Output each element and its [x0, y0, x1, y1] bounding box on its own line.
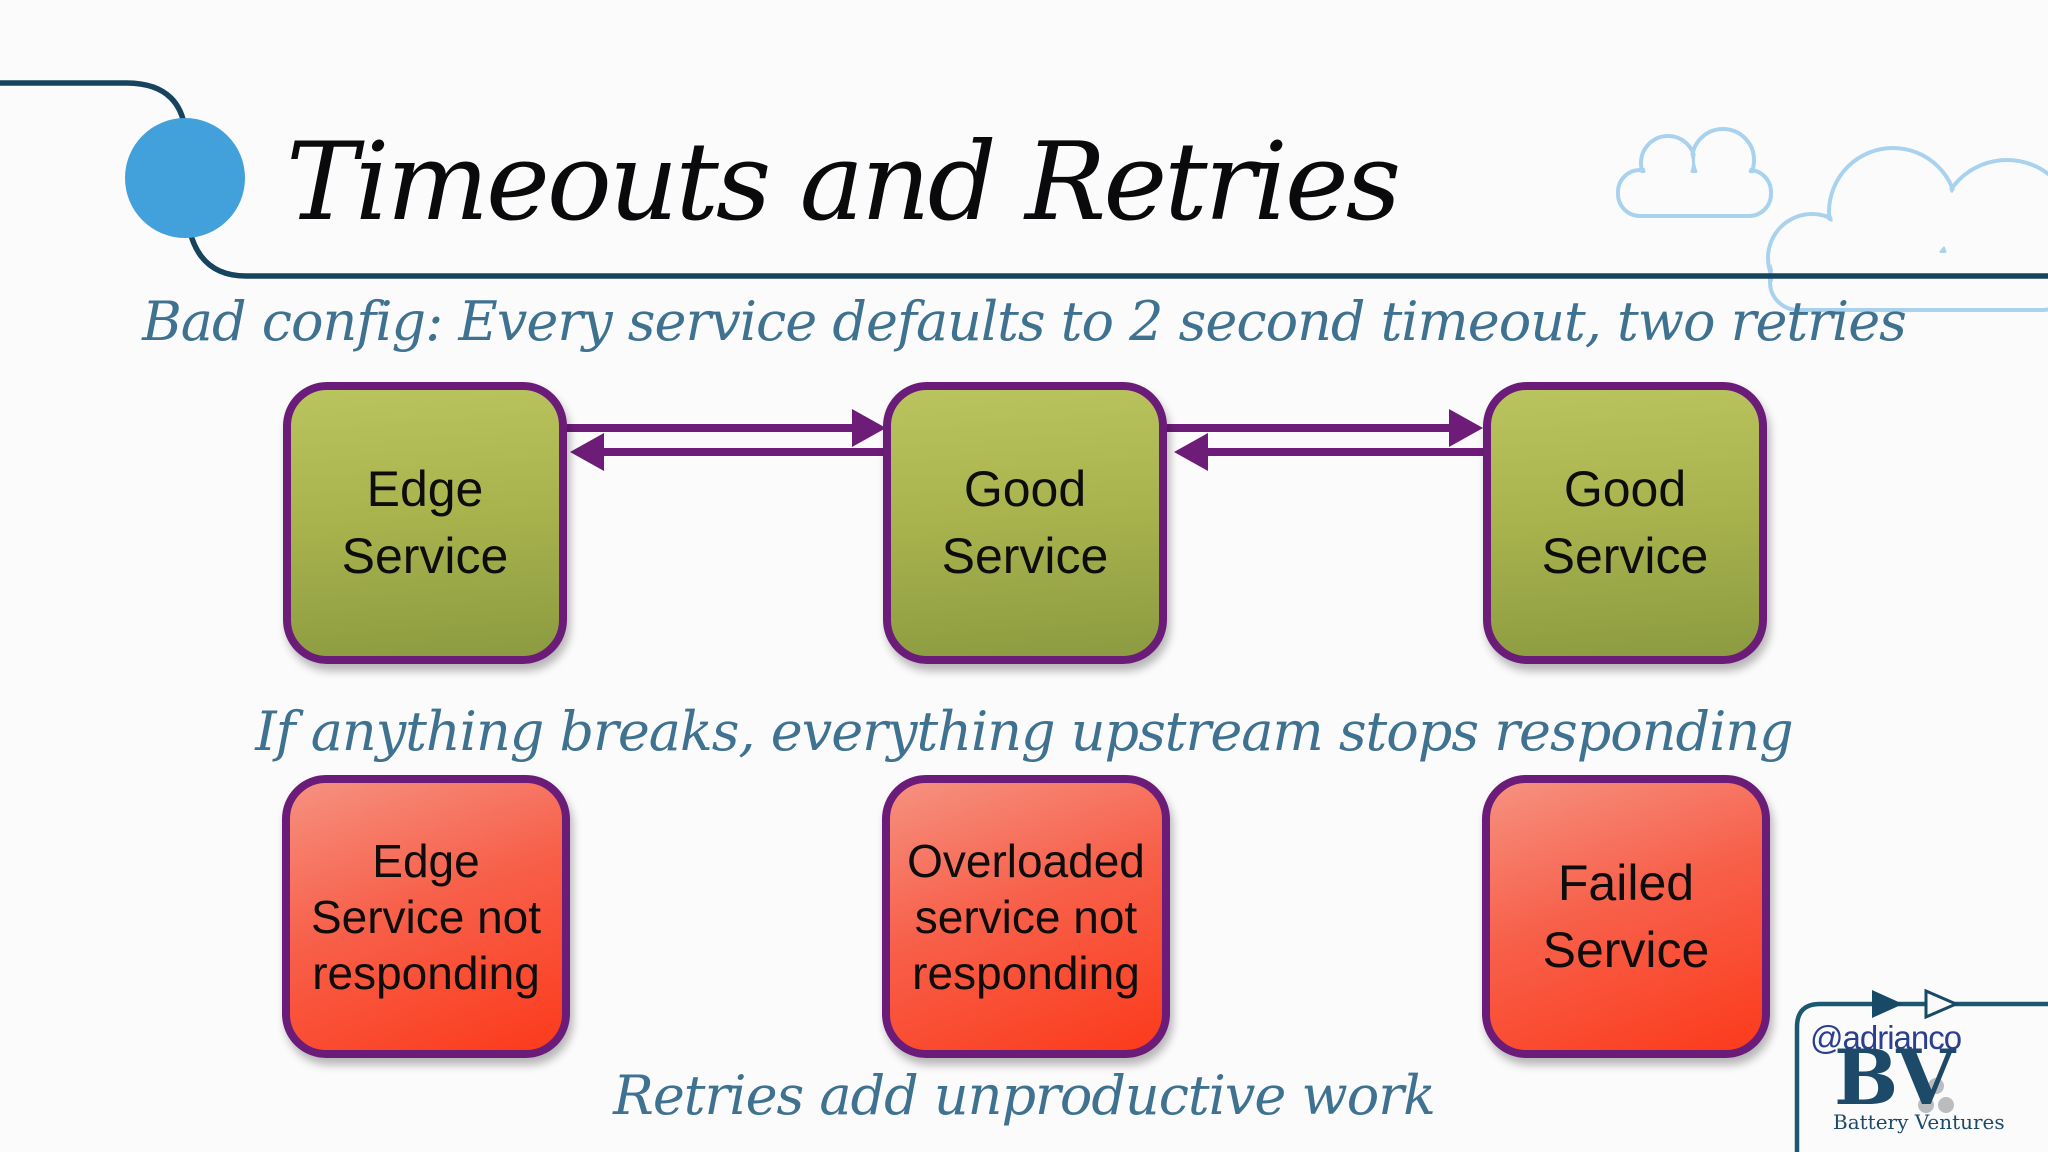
request-response-arrows	[567, 409, 1485, 471]
cloud-icon-fill	[1621, 132, 1768, 213]
caption-bad-config: Bad config: Every service defaults to 2 …	[142, 290, 1907, 353]
service-box-failed: Failed Service	[1482, 775, 1770, 1058]
caption-breaks-upstream: If anything breaks, everything upstream …	[255, 700, 1794, 763]
battery-ventures-label: Battery Ventures	[1833, 1110, 2005, 1134]
service-box-label: Edge Service not responding	[310, 834, 542, 999]
response-arrow-left-icon	[1174, 433, 1485, 471]
logo-arrow-filled-icon	[1872, 990, 1903, 1018]
response-arrow-left-icon	[570, 433, 885, 471]
request-arrow-right-icon	[1167, 409, 1483, 447]
footer-frame-line	[1794, 1001, 2048, 1152]
service-box-edge: Edge Service	[283, 382, 567, 664]
request-arrow-right-icon	[567, 409, 886, 447]
caption-retries-work: Retries add unproductive work	[613, 1064, 1436, 1127]
service-box-label: Failed Service	[1542, 854, 1710, 978]
service-box-label: Good Service	[1541, 461, 1709, 584]
service-box-good-1: Good Service	[883, 382, 1167, 664]
page-title: Timeouts and Retries	[286, 120, 1401, 245]
service-box-edge-not-responding: Edge Service not responding	[282, 775, 570, 1058]
logo-arrow-outline-icon	[1924, 988, 1960, 1020]
service-box-overloaded: Overloaded service not responding	[882, 775, 1170, 1058]
service-box-label: Edge Service	[341, 461, 509, 584]
service-box-good-2: Good Service	[1483, 382, 1767, 664]
logo-dots-icon	[1918, 1078, 1954, 1113]
service-box-label: Overloaded service not responding	[907, 834, 1145, 999]
service-box-label: Good Service	[941, 461, 1109, 584]
cloud-icon-fill	[1771, 151, 2048, 307]
twitter-handle: @adrianco	[1810, 1019, 1962, 1056]
bullet-circle-icon	[125, 118, 245, 238]
battery-ventures-logo: BV	[1834, 1033, 1955, 1122]
